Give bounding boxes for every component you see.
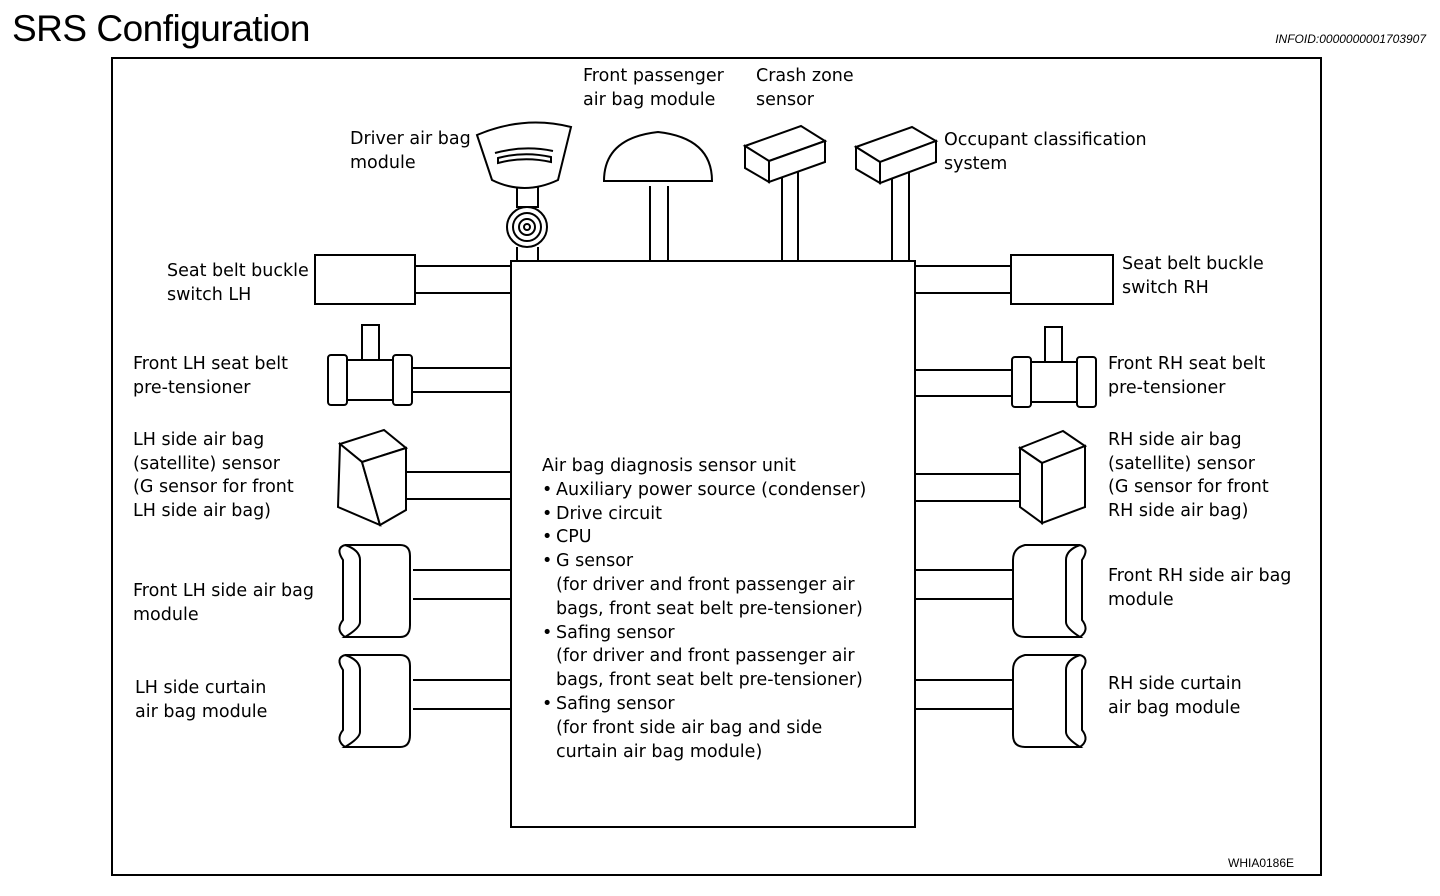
pretensioner-rh-icon	[1011, 326, 1097, 408]
label-occupant-classification: Occupant classification system	[944, 130, 1147, 174]
satellite-sensor-rh-icon	[1017, 429, 1088, 525]
harness-passenger	[649, 186, 669, 261]
side-airbag-lh-icon	[338, 544, 411, 638]
sensor-unit-item: •G sensor(for driver and front passenger…	[542, 550, 866, 621]
label-satellite-lh: LH side air bag (satellite) sensor (G se…	[133, 430, 294, 521]
sensor-unit-item: •Safing sensor (for front side air bag an…	[542, 693, 866, 764]
item-note: (for front side air bag and side curtain…	[556, 717, 823, 762]
bullet: •	[542, 503, 553, 524]
passenger-airbag-icon	[602, 130, 714, 182]
bullet: •	[542, 527, 553, 548]
harness-satellite-lh	[406, 471, 511, 500]
label-side-airbag-rh: Front RH side air bag module	[1108, 566, 1292, 610]
item-label: Auxiliary power source (condenser)	[556, 479, 867, 500]
bullet: •	[542, 693, 553, 714]
label-buckle-rh: Seat belt buckle switch RH	[1122, 254, 1264, 298]
sensor-unit-list: •Auxiliary power source (condenser) •Dri…	[542, 479, 866, 765]
bullet: •	[542, 622, 553, 643]
buckle-switch-lh-icon	[314, 254, 416, 305]
harness-driver	[516, 247, 539, 261]
harness-curtain-rh	[915, 679, 1015, 710]
buckle-switch-rh-icon	[1010, 254, 1114, 305]
harness-satellite-rh	[915, 473, 1020, 502]
bullet: •	[542, 551, 553, 572]
info-id: INFOID:0000000001703907	[1275, 32, 1426, 46]
harness-buckle-lh	[415, 265, 511, 294]
label-crash-zone-sensor: Crash zone sensor	[756, 66, 854, 110]
curtain-airbag-lh-icon	[338, 654, 411, 748]
diagram-frame	[111, 57, 1322, 876]
harness-pretensioner-rh	[915, 369, 1014, 397]
item-label: Safing sensor	[556, 622, 675, 643]
sensor-unit-item: •CPU	[542, 526, 866, 550]
crash-zone-sensor-icon	[742, 124, 828, 184]
label-pretensioner-rh: Front RH seat belt pre-tensioner	[1108, 354, 1266, 398]
harness-side-airbag-rh	[915, 569, 1015, 600]
sensor-unit-item: •Safing sensor (for driver and front pass…	[542, 622, 866, 693]
sensor-unit-box	[510, 260, 916, 828]
item-label: CPU	[556, 527, 592, 548]
sensor-unit-description: Air bag diagnosis sensor unit •Auxiliary…	[542, 455, 866, 764]
curtain-airbag-rh-icon	[1012, 654, 1087, 748]
driver-airbag-icon	[475, 121, 573, 248]
harness-side-airbag-lh	[413, 569, 511, 600]
harness-crash-zone	[781, 168, 799, 261]
pretensioner-lh-icon	[327, 324, 413, 406]
label-buckle-lh: Seat belt buckle switch LH	[167, 261, 309, 305]
bullet: •	[542, 479, 553, 500]
label-passenger-airbag: Front passenger air bag module	[583, 66, 724, 110]
item-label: Drive circuit	[556, 503, 662, 524]
side-airbag-rh-icon	[1012, 544, 1087, 638]
label-driver-airbag: Driver air bag module	[350, 129, 471, 173]
label-pretensioner-lh: Front LH seat belt pre-tensioner	[133, 354, 288, 398]
label-satellite-rh: RH side air bag (satellite) sensor (G se…	[1108, 430, 1269, 521]
sensor-unit-title: Air bag diagnosis sensor unit	[542, 456, 796, 476]
item-note: (for driver and front passenger air bags…	[556, 646, 863, 691]
sensor-unit-item: •Drive circuit	[542, 503, 866, 527]
harness-pretensioner-lh	[411, 367, 511, 393]
label-curtain-rh: RH side curtain air bag module	[1108, 674, 1242, 718]
harness-occupant	[891, 170, 910, 261]
page-title: SRS Configuration	[12, 8, 310, 49]
item-note: (for driver and front passenger air bags…	[556, 574, 863, 619]
harness-buckle-rh	[915, 265, 1011, 294]
sensor-unit-item: •Auxiliary power source (condenser)	[542, 479, 866, 503]
harness-curtain-lh	[413, 679, 511, 710]
figure-id: WHIA0186E	[1228, 856, 1295, 870]
item-label: Safing sensor	[556, 693, 675, 714]
item-label: G sensor	[556, 551, 634, 572]
occupant-classification-icon	[853, 125, 939, 185]
label-side-airbag-lh: Front LH side air bag module	[133, 581, 314, 625]
satellite-sensor-lh-icon	[336, 428, 409, 527]
label-curtain-lh: LH side curtain air bag module	[135, 678, 268, 722]
